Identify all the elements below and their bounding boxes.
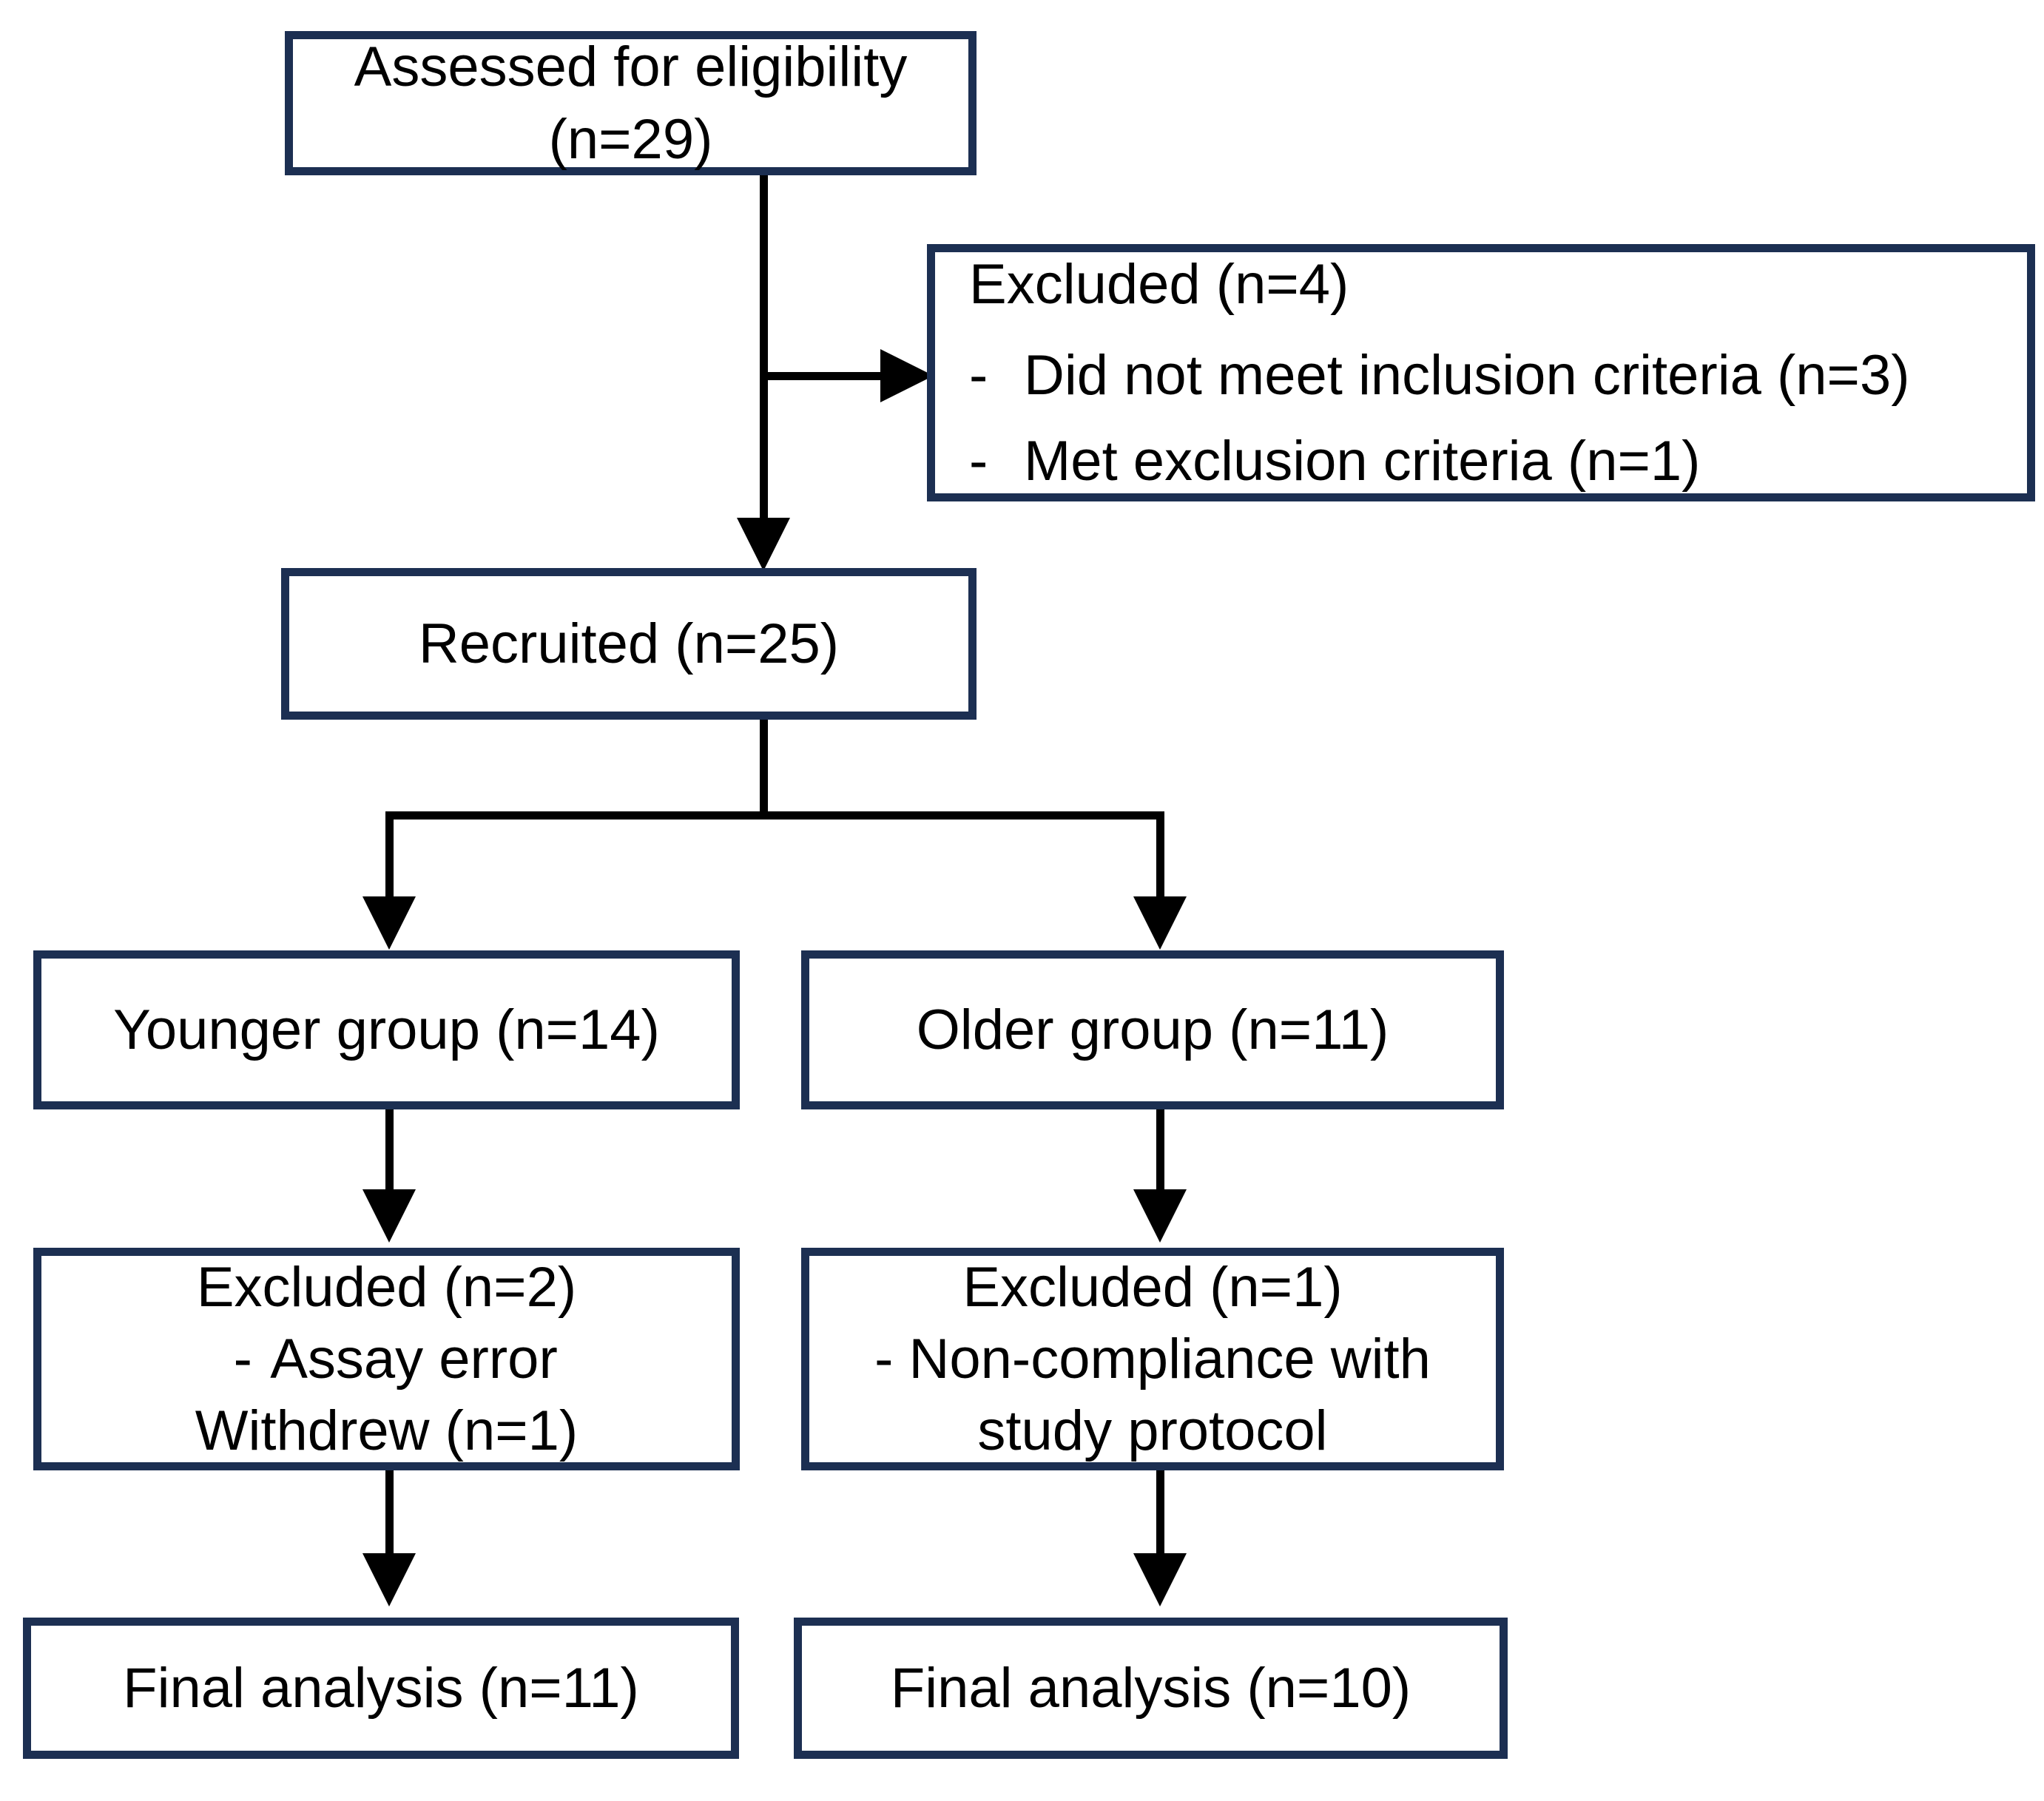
assessed-label: Assessed for eligibility (n=29)	[354, 36, 908, 171]
bullet-dash-icon: -	[969, 429, 988, 493]
connector-older-group-to-excluded	[1156, 1109, 1164, 1198]
arrowhead-to-older-group	[1133, 896, 1187, 950]
arrowhead-assessed-to-recruited	[737, 518, 790, 571]
node-assessed-for-eligibility: Assessed for eligibility (n=29)	[285, 31, 977, 175]
node-excluded-screening: Excluded (n=4) - Did not meet inclusion …	[927, 244, 2035, 501]
connector-assessed-to-recruited	[760, 175, 768, 530]
node-recruited: Recruited (n=25)	[281, 568, 977, 720]
bullet-dash-icon: -	[233, 1327, 252, 1391]
younger-group-label: Younger group (n=14)	[113, 998, 660, 1061]
arrowhead-older-excluded-to-final	[1133, 1553, 1187, 1606]
recruited-label: Recruited (n=25)	[418, 612, 840, 675]
connector-recruited-stem	[760, 720, 768, 820]
older-excluded-title: Excluded (n=1)	[962, 1255, 1343, 1319]
connector-younger-excluded-to-final	[385, 1470, 394, 1563]
connector-to-older-group	[1156, 811, 1164, 908]
older-group-label: Older group (n=11)	[916, 998, 1389, 1061]
older-excluded-reason-line-1: - Non-compliance with	[874, 1327, 1431, 1391]
younger-excluded-title: Excluded (n=2)	[196, 1255, 577, 1319]
younger-excluded-withdrew-label: Withdrew (n=1)	[195, 1399, 579, 1463]
node-older-excluded: Excluded (n=1) - Non-compliance with stu…	[801, 1248, 1504, 1470]
excluded-screening-title: Excluded (n=4)	[969, 253, 1349, 317]
connector-to-younger-group	[385, 811, 394, 908]
node-older-final-analysis: Final analysis (n=10)	[794, 1618, 1508, 1759]
node-younger-final-analysis: Final analysis (n=11)	[23, 1618, 739, 1759]
arrowhead-assessed-to-excluded	[880, 349, 934, 402]
younger-excluded-reason-label: Assay error	[270, 1327, 558, 1391]
arrowhead-to-younger-group	[362, 896, 416, 950]
younger-excluded-reason-row: - Assay error	[215, 1323, 558, 1395]
connector-recruited-split-bar	[385, 811, 1164, 820]
arrowhead-older-group-to-excluded	[1133, 1189, 1187, 1243]
excluded-screening-reason-2: - Met exclusion criteria (n=1)	[969, 425, 2017, 497]
excluded-screening-reason-1: - Did not meet inclusion criteria (n=3)	[969, 339, 2017, 411]
arrowhead-younger-excluded-to-final	[362, 1553, 416, 1606]
excluded-screening-reason-1-label: Did not meet inclusion criteria (n=3)	[1024, 344, 1910, 408]
node-younger-excluded: Excluded (n=2) - Assay error Withdrew (n…	[33, 1248, 740, 1470]
younger-final-analysis-label: Final analysis (n=11)	[123, 1656, 639, 1720]
older-final-analysis-label: Final analysis (n=10)	[890, 1656, 1411, 1720]
bullet-dash-icon: -	[969, 344, 988, 408]
older-excluded-reason-line-2: study protocol	[977, 1399, 1328, 1463]
arrowhead-younger-group-to-excluded	[362, 1189, 416, 1243]
connector-older-excluded-to-final	[1156, 1470, 1164, 1563]
connector-younger-group-to-excluded	[385, 1109, 394, 1198]
node-younger-group: Younger group (n=14)	[33, 950, 740, 1109]
node-older-group: Older group (n=11)	[801, 950, 1504, 1109]
connector-assessed-to-excluded	[764, 372, 897, 380]
excluded-screening-reason-2-label: Met exclusion criteria (n=1)	[1024, 429, 1701, 493]
